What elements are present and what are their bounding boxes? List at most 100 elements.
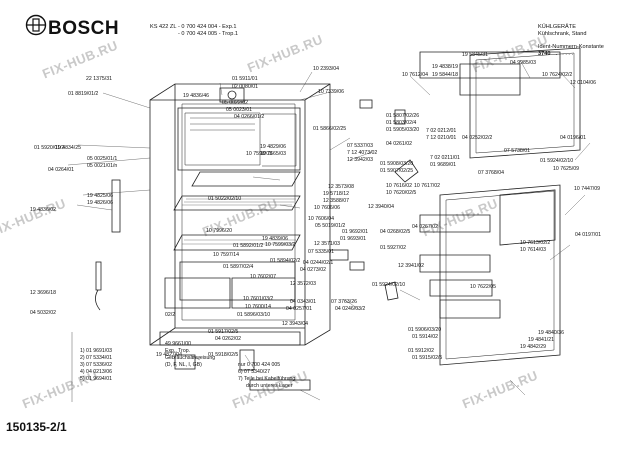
part-label: 04 5032/02 bbox=[30, 310, 56, 316]
legend-item: 5) 01 9694/01 bbox=[80, 376, 113, 382]
part-label: 05 5019/01/2 bbox=[315, 223, 346, 229]
upper-door-shelf bbox=[459, 63, 521, 96]
part-label: 01 8819/01/2 bbox=[68, 91, 99, 97]
part-label: 12 3572/03 bbox=[290, 281, 316, 287]
part-label: 19 4840/36 bbox=[538, 330, 564, 336]
legend-note: 6) 07 5340/27 bbox=[238, 369, 271, 375]
ident-label: Ident-Nummern-Konstante bbox=[538, 44, 604, 50]
part-label: 01 5911/01 bbox=[232, 76, 258, 82]
part-label: 19 4825/06 bbox=[87, 193, 113, 199]
base-strip bbox=[249, 379, 311, 391]
part-label: 7 02 0211/01 bbox=[430, 155, 460, 161]
part-label: 10 7601/03/2 bbox=[243, 296, 274, 302]
part-label: 10 7617/02 bbox=[414, 183, 440, 189]
part-label: 07 5337/03 bbox=[347, 143, 373, 149]
part-label: 12 3588/07 bbox=[323, 198, 349, 204]
foot bbox=[174, 354, 196, 370]
part-label: 19 4836/02 bbox=[30, 207, 56, 213]
part-label: 10 7612/04 bbox=[402, 72, 428, 78]
part-label: 10 7606/04 bbox=[308, 216, 334, 222]
bosch-armature-icon bbox=[25, 14, 47, 36]
part-label: 01 5803/02/4 bbox=[386, 120, 417, 126]
hinge-bracket bbox=[384, 281, 399, 301]
part-label: 10 7597/14 bbox=[213, 252, 239, 258]
model-number: KS 422 ZL bbox=[150, 24, 177, 30]
part-label: 04 0261/02 bbox=[386, 141, 412, 147]
part-label: 01 5905/03/20 bbox=[386, 127, 420, 133]
part-label: 04 0264/01 bbox=[48, 167, 74, 173]
foot bbox=[239, 349, 255, 371]
part-label: 01 5918/02/5 bbox=[208, 352, 239, 358]
part-label: 04 0196/01 bbox=[560, 135, 586, 141]
part-label: 04 9985/03 bbox=[510, 60, 536, 66]
part-label: 07 3763/26 bbox=[331, 299, 357, 305]
part-label: 01 9693/01 bbox=[340, 236, 366, 242]
legend-note: durch unteres Lager bbox=[246, 383, 293, 389]
part-label: 01 9689/01 bbox=[430, 162, 456, 168]
part-label: 04 0197/01 bbox=[575, 232, 601, 238]
part-label: 7 12 4073/02 bbox=[347, 150, 378, 156]
switch-part bbox=[329, 249, 349, 261]
manual-langs: (D, F, NL, I, GB) bbox=[165, 362, 202, 368]
legend-item: 1) 01 9691/03 bbox=[80, 348, 113, 354]
crisper-drawer bbox=[164, 277, 231, 309]
part-label: 19 4836/46 bbox=[183, 93, 209, 99]
part-label: 04 0252/02/2 bbox=[462, 135, 493, 141]
part-label: 04 0257/01 bbox=[286, 306, 312, 312]
part-label: 05 0021/01/n bbox=[87, 163, 118, 169]
part-label: 01 5920/01/2 bbox=[34, 145, 65, 151]
part-label: 01 5907/02/25 bbox=[380, 168, 414, 174]
brand-name: BOSCH bbox=[48, 18, 120, 39]
legend-item: 3) 07 5336/02 bbox=[80, 362, 113, 368]
part-label: 10 7606/06 bbox=[314, 205, 340, 211]
part-label: 01 5924/02/10 bbox=[372, 282, 406, 288]
part-label: 10 7996/20 bbox=[206, 228, 232, 234]
part-label: 10 7339/06 bbox=[318, 89, 344, 95]
freezer-door bbox=[469, 47, 581, 159]
part-label: 19 4841/21 bbox=[528, 337, 554, 343]
part-label: 7 02 0212/01 bbox=[426, 128, 457, 134]
part-label: 02 0080/01 bbox=[232, 84, 258, 90]
part-label: 07 5335/01 bbox=[308, 249, 334, 255]
part-label: 19 4826/06 bbox=[87, 200, 113, 206]
part-label: 10 7447/09 bbox=[574, 186, 600, 192]
part-label: 19 4842/29 bbox=[520, 344, 546, 350]
door-bin bbox=[419, 254, 491, 273]
part-label: 12 3941/02 bbox=[398, 263, 424, 269]
category: KÜHLGERÄTE bbox=[538, 24, 576, 30]
part-label: 01 5915/02/5 bbox=[412, 355, 443, 361]
part-label: 12 3943/04 bbox=[282, 321, 308, 327]
hinge-part bbox=[359, 99, 373, 109]
part-label: 12 3573/08 bbox=[328, 184, 354, 190]
part-label: 05 0023/01 bbox=[226, 107, 252, 113]
part-label: 10 2393/04 bbox=[313, 66, 339, 72]
part-label: 04 0273/02 bbox=[300, 267, 326, 273]
part-label: 01 5896/03/10 bbox=[237, 312, 271, 318]
part-label: 01 5914/02 bbox=[412, 334, 438, 340]
part-label: 12 3571/03 bbox=[314, 241, 340, 247]
part-label: 01 5892/01/2 bbox=[233, 243, 264, 249]
part-label: 19 4827/04 bbox=[156, 352, 182, 358]
part-label: 19 4838/19 bbox=[432, 64, 458, 70]
part-label: 10 7665/03 bbox=[260, 151, 286, 157]
part-label: 01 5866/02/25 bbox=[313, 126, 347, 132]
page-id: 150135-2/1 bbox=[6, 420, 67, 434]
part-label: 19 4829/06 bbox=[260, 144, 286, 150]
thermostat-housing bbox=[219, 87, 245, 103]
part-label: 05 0025/01/1 bbox=[87, 156, 118, 162]
part-label: 01 5927/02 bbox=[380, 245, 406, 251]
hinge-part bbox=[394, 109, 406, 125]
part-label: 01 5908/03/20 bbox=[380, 161, 414, 167]
part-label: 07 3768/04 bbox=[478, 170, 504, 176]
freezer-compartment bbox=[177, 107, 301, 171]
side-rail bbox=[111, 179, 121, 233]
door-bin bbox=[429, 279, 493, 297]
cable bbox=[95, 261, 102, 291]
bosch-logo bbox=[25, 14, 47, 36]
part-label: 10 7614/03 bbox=[520, 247, 546, 253]
part-label: 01 5906/03/20 bbox=[408, 327, 442, 333]
part-label: 02/2 bbox=[165, 312, 176, 318]
part-label: 05 0022/02 bbox=[222, 100, 248, 106]
shelf bbox=[173, 234, 301, 251]
